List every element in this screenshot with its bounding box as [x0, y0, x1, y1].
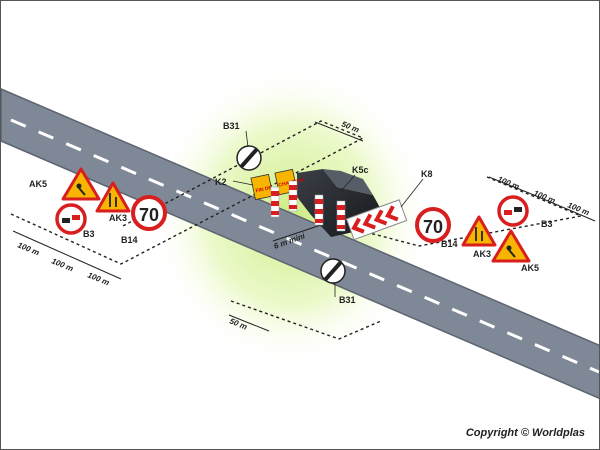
label-b3-right: B3 — [541, 219, 553, 229]
label-b31-bottom: B31 — [339, 295, 356, 305]
b3-sign-left — [55, 203, 87, 235]
speed-limit-left: 70 — [139, 205, 159, 225]
label-ak5-left: AK5 — [29, 179, 47, 189]
dim-left-100-a: 100 m — [16, 241, 40, 258]
k2-sign-text: FIN DE — [255, 185, 273, 194]
label-k2: K2 — [215, 177, 227, 187]
dim-right-100-b: 100 m — [532, 189, 556, 206]
label-b3-left: B3 — [83, 229, 95, 239]
leader-lines — [232, 130, 424, 297]
speed-limit-right: 70 — [423, 217, 443, 237]
dimension-lines — [12, 121, 596, 332]
ak5-sign-right — [491, 229, 531, 263]
b14-sign-left: 70 — [131, 195, 167, 231]
delineator-post — [336, 200, 346, 232]
delineator-post — [314, 194, 324, 226]
b31-sign-bottom — [320, 258, 346, 284]
excavation-edge — [323, 169, 373, 195]
ak3-sign-right — [461, 215, 497, 247]
label-b14-left: B14 — [121, 235, 138, 245]
label-ak3-right: AK3 — [473, 249, 491, 259]
label-k5c: K5c — [352, 165, 369, 175]
dim-left-100-b: 100 m — [50, 257, 74, 274]
label-k8: K8 — [421, 169, 433, 179]
k8-chevron-board — [345, 199, 408, 241]
dim-right-100-a: 100 m — [496, 175, 520, 192]
delineator-post — [288, 180, 298, 212]
copyright-text: Copyright © Worldplas — [465, 427, 585, 439]
label-b31-top: B31 — [223, 121, 240, 131]
label-ak5-right: AK5 — [521, 263, 539, 273]
dotted-zones — [10, 120, 584, 340]
b3-sign-right — [497, 195, 529, 227]
ak5-sign-left — [61, 167, 101, 201]
label-ak3-left: AK3 — [109, 213, 127, 223]
delineator-posts — [270, 180, 346, 232]
b14-sign-right: 70 — [415, 207, 451, 243]
label-b14-right: B14 — [441, 239, 458, 249]
ak3-sign-left — [95, 181, 131, 213]
b31-sign-top — [236, 145, 262, 171]
delineator-post — [270, 186, 280, 218]
